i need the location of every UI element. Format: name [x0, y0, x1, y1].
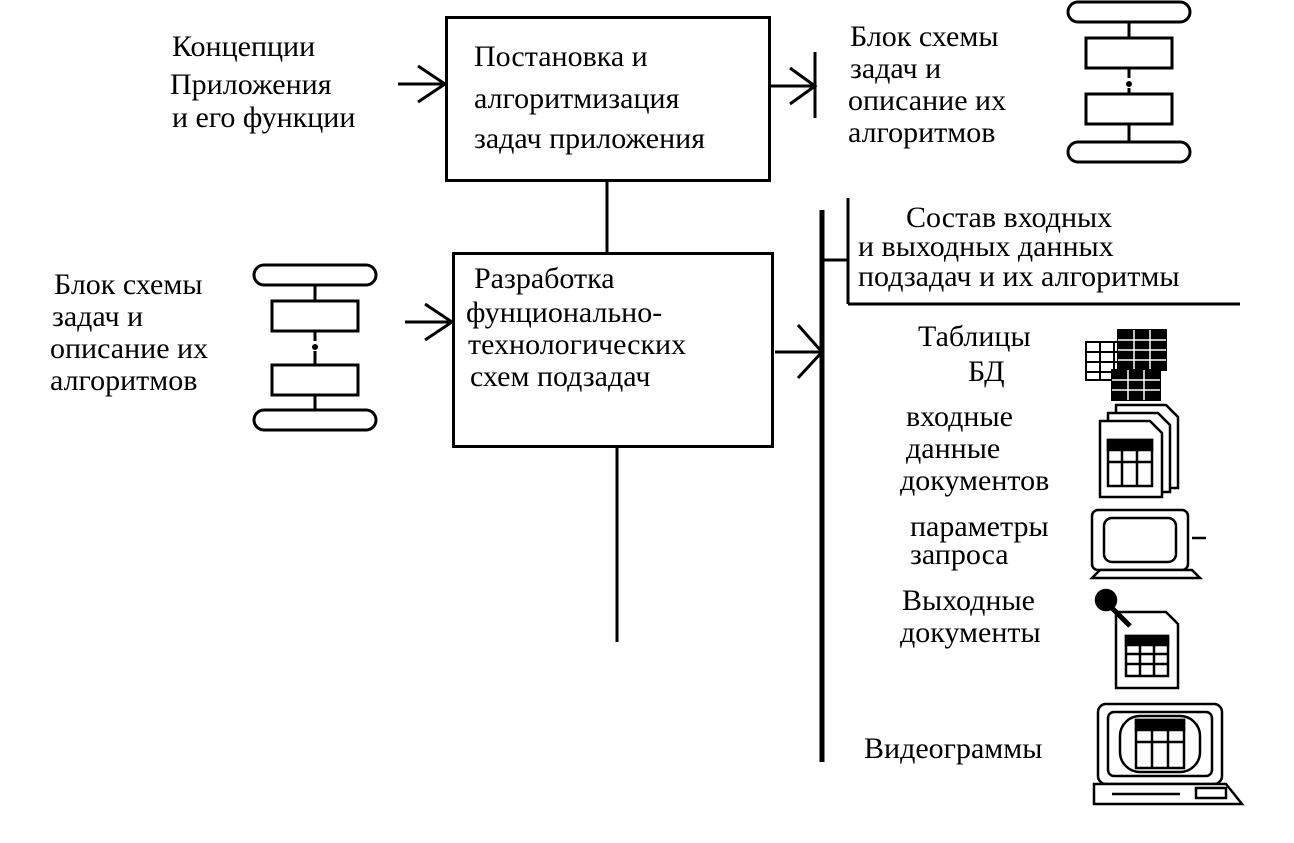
io-composition-header-line-3: подзадач и их алгоритмы [858, 260, 1180, 293]
output-db-tables-line-1: Таблицы [918, 320, 1031, 353]
task-flowchart-label-line-3: описание их [848, 84, 1007, 117]
app-concept-label-line-1: Концепции [172, 30, 316, 63]
process-box-functional-design-line-2: фунционально- [466, 296, 663, 329]
io-composition-header-line-1: Состав входных [906, 201, 1113, 234]
subtask-flowchart-label-line-4: алгоритмов [50, 364, 198, 397]
task-flowchart-label-line-1: Блок схемы [850, 20, 999, 53]
flowchart-icon [1066, 0, 1192, 164]
subtask-flowchart-label-line-1: Блок схемы [54, 268, 203, 301]
flowchart-icon [252, 263, 378, 432]
output-docs-line-2: документы [900, 616, 1041, 649]
output-input-docs-line-3: документов [900, 464, 1050, 497]
output-videograms-line-1: Видеограммы [864, 732, 1043, 765]
arrow-into-mid-box [405, 302, 455, 342]
process-box-functional-design-line-3: технологических [468, 328, 687, 361]
process-box-problem-statement-line-1: Постановка и [474, 40, 648, 73]
arrow-out-of-mid-box [775, 324, 825, 380]
task-flowchart-label-line-2: задач и [850, 52, 942, 85]
arrow-out-of-top-box [770, 52, 818, 118]
output-query-params-line-1: параметры [910, 510, 1049, 543]
io-composition-header-line-2: и выходных данных [858, 230, 1114, 263]
process-box-problem-statement [445, 16, 771, 182]
database-tables-icon [1085, 329, 1167, 401]
app-concept-label-line-2: Приложения [170, 68, 332, 101]
output-db-tables-line-2: БД [968, 355, 1005, 388]
app-concept-label-line-3: и его функции [172, 101, 356, 134]
task-flowchart-label-line-4: алгоритмов [848, 116, 996, 149]
process-box-functional-design-line-1: Разработка [474, 262, 615, 295]
arrow-into-top-box [398, 64, 448, 104]
output-document-icon [1094, 588, 1180, 690]
process-box-functional-design-line-4: схем подзадач [470, 360, 651, 393]
subtask-flowchart-label-line-2: задач и [52, 300, 144, 333]
process-box-problem-statement-line-2: алгоритмизация [474, 82, 680, 115]
output-input-docs-line-2: данные [906, 432, 1001, 465]
process-box-problem-statement-line-3: задач приложения [474, 122, 706, 155]
input-documents-icon [1098, 403, 1180, 499]
output-input-docs-line-1: входные [906, 400, 1013, 433]
output-docs-line-1: Выходные [902, 584, 1035, 617]
query-terminal-icon [1088, 508, 1206, 580]
process-box-functional-design [452, 252, 774, 448]
videogram-computer-icon [1092, 702, 1245, 806]
output-query-params-line-2: запроса [910, 538, 1009, 571]
subtask-flowchart-label-line-3: описание их [50, 332, 209, 365]
header-bracket [822, 198, 1240, 306]
